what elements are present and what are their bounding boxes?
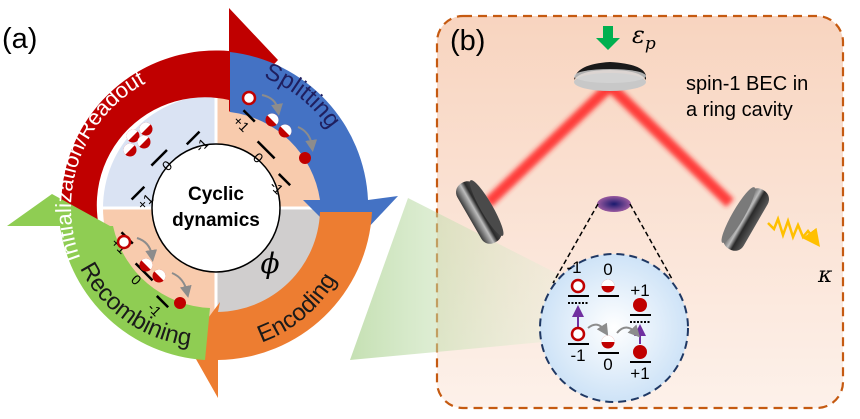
level-line — [277, 173, 292, 187]
transition-arrow — [261, 94, 283, 116]
center-text-line1: Cyclic — [188, 184, 244, 205]
transition-arrow — [587, 322, 609, 337]
level-line — [134, 262, 154, 282]
beam-left — [484, 82, 614, 207]
panel-a: (a) Initialization/Readout Splitting Enc… — [2, 8, 398, 398]
phase-symbol: ϕ — [260, 247, 279, 280]
atom-empty — [116, 234, 132, 250]
beam-right — [606, 82, 734, 207]
level-line — [130, 185, 146, 201]
description-line1: spin-1 BEC in — [686, 73, 808, 95]
inset-top-label: 0 — [603, 260, 612, 279]
panel-b-label: (b) — [450, 25, 485, 57]
transition-arrow — [136, 237, 158, 262]
atom-full — [633, 345, 647, 359]
bec-cloud — [597, 196, 631, 212]
level-line — [256, 140, 276, 160]
arrow-initialization-readout[interactable] — [61, 8, 278, 267]
zoom-line-left — [552, 203, 599, 284]
inset-top-label: -1 — [566, 258, 581, 277]
level-line — [242, 109, 256, 123]
atom-full — [633, 298, 647, 312]
left-mirror-icon — [456, 180, 504, 244]
transition-arrow — [616, 324, 641, 338]
top-mirror-icon — [574, 62, 646, 91]
transition-arrow — [297, 126, 318, 152]
zoom-fan — [350, 198, 565, 360]
level-line — [185, 130, 201, 146]
right-mirror-icon — [721, 187, 769, 251]
level-line — [150, 149, 168, 167]
inset-top-label: +1 — [630, 281, 649, 300]
arrow-encoding[interactable] — [188, 212, 372, 398]
atom-empty — [570, 278, 586, 294]
atom-empty — [570, 326, 586, 342]
atoms-initialization — [123, 122, 153, 157]
center-text-line2: dynamics — [172, 210, 260, 231]
decay-wave-icon — [767, 215, 820, 247]
atoms-splitting — [241, 90, 318, 164]
inset-bottom-label: 0 — [603, 355, 612, 374]
atom-full — [299, 152, 311, 164]
atoms-recombining — [116, 234, 192, 309]
description-line2: a ring cavity — [686, 99, 793, 121]
atom-empty — [241, 90, 257, 106]
arrow-recombining[interactable] — [7, 194, 210, 360]
inset-bottom-label: -1 — [570, 346, 585, 365]
inset-bottom-label: +1 — [630, 364, 649, 383]
pump-arrow-icon — [596, 26, 620, 50]
atom-full — [174, 297, 186, 309]
inset-circle — [539, 253, 689, 403]
pump-label: εp — [632, 21, 656, 54]
decay-label: κ — [817, 263, 833, 288]
transition-arrow — [171, 272, 192, 298]
level-line — [155, 295, 170, 309]
panel-a-label: (a) — [2, 23, 37, 55]
center-circle — [151, 143, 281, 273]
zoom-line-right — [629, 203, 673, 280]
inset-level-diagram: -1 0 +1 -1 0 +1 — [539, 253, 689, 403]
